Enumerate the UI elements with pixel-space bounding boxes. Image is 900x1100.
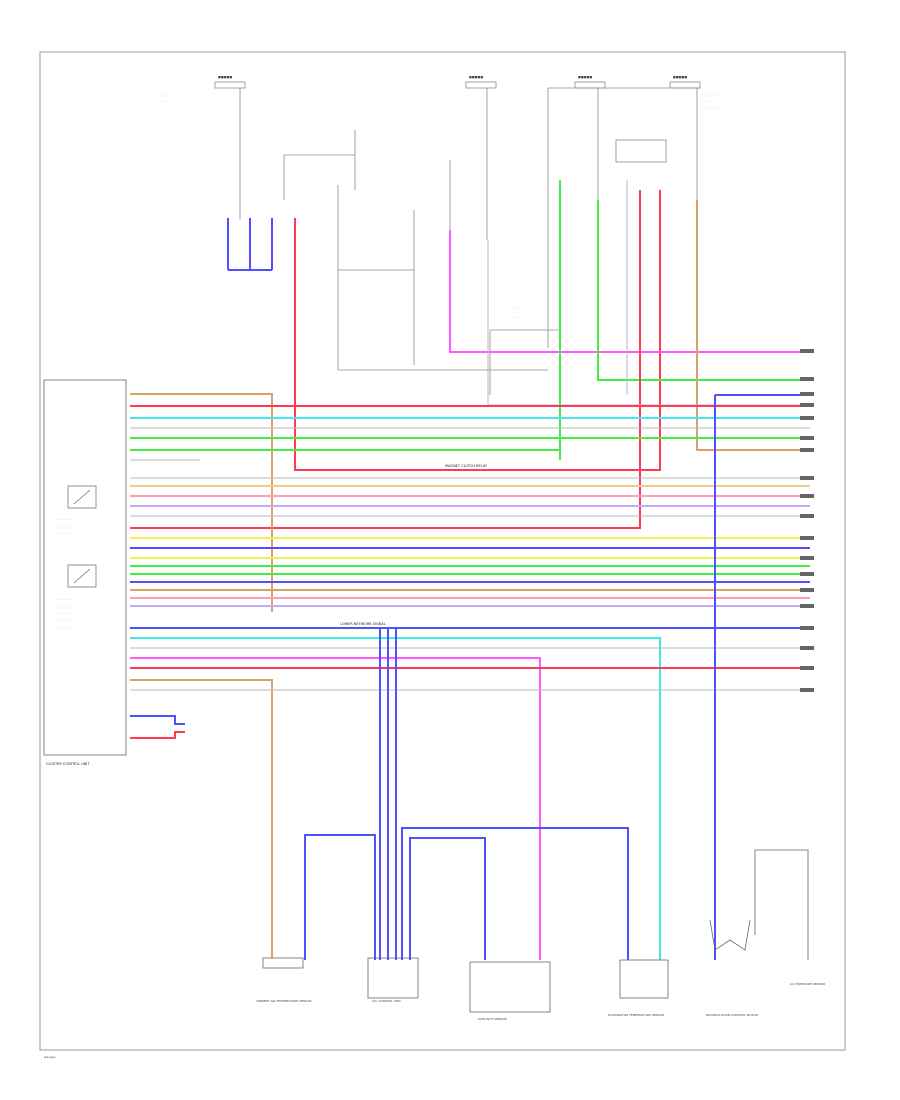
svg-text:· · · · · · · · · · · ·: · · · · · · · · · · · · [52, 597, 74, 601]
svg-text:· · · · · ·: · · · · · · [510, 305, 521, 309]
svg-text:· · · · · · · · · · · ·: · · · · · · · · · · · · [52, 531, 74, 535]
svg-text:· · · · ·: · · · · · [362, 327, 371, 331]
svg-text:· · · · ·: · · · · · [510, 315, 519, 319]
svg-text:· · · · · · ·: · · · · · · · [705, 99, 717, 103]
sensor-label-sunlight: SUNLIGHT SENSOR [478, 1017, 507, 1021]
control-unit-notes: · · · · · · · · · · · · · · · · · · · · … [52, 517, 78, 629]
svg-text:· · · · · · · · · · · · · ·: · · · · · · · · · · · · · · [52, 604, 78, 608]
bus-wires [130, 393, 810, 960]
control-unit-label: CLUSTER CONTROL UNIT [46, 762, 90, 766]
svg-text:■■■■■: ■■■■■ [673, 75, 687, 79]
diagram-frame [39, 51, 846, 1051]
sensor-label-evaporator: EVAPORATOR TEMPERATURE SENSOR [608, 1013, 664, 1017]
svg-text:· · · · · · · · · · · · · ·: · · · · · · · · · · · · · · [52, 618, 78, 622]
top-fuse-labels: ■■■■■ ■■■■■ ■■■■■ ■■■■■ · · · · · · · · … [155, 75, 721, 341]
svg-text:· · · · · · · · · · · · · ·: · · · · · · · · · · · · · · [52, 524, 78, 528]
top-left-blue-loop [227, 218, 273, 271]
control-unit-box [43, 379, 127, 756]
svg-text:· · · · · ·: · · · · · · [362, 337, 373, 341]
svg-text:■■■■■: ■■■■■ [469, 75, 483, 79]
svg-text:■■■■■: ■■■■■ [218, 75, 232, 79]
top-vertical-wires [130, 180, 810, 529]
diagram-id-label: Gauges [44, 1055, 56, 1059]
lower-harness [304, 628, 629, 960]
top-fuse-area [214, 81, 701, 395]
svg-text:· · · · · · ·: · · · · · · · [155, 99, 167, 103]
svg-text:· · · · ·: · · · · · [155, 106, 164, 110]
svg-text:· · · · · · · ·: · · · · · · · · [705, 92, 719, 96]
svg-text:· · · · · · · ·: · · · · · · · · [155, 92, 169, 96]
svg-text:· · · · · · · · · · · · ·: · · · · · · · · · · · · · [52, 611, 76, 615]
sensor-label-pressure: A/C PRESSURE SENSOR [790, 982, 825, 986]
control-unit-internals [67, 485, 97, 588]
lower-bus-label: LOWER NETWORK SIGNAL [340, 622, 386, 626]
mid-bus-label: MAGNET CLUTCH RELAY [445, 464, 488, 468]
sensor-label-recirc: RECIRCULATION CONTROL MOTOR [706, 1013, 758, 1017]
svg-text:· · · ·: · · · · [365, 157, 372, 161]
sensor-boxes [262, 849, 809, 1013]
right-connector-ticks [800, 349, 814, 692]
svg-text:· · · · · · · · · · · ·: · · · · · · · · · · · · [52, 517, 74, 521]
svg-text:■■■■■: ■■■■■ [578, 75, 592, 79]
svg-text:· · · · · · · · ·: · · · · · · · · · [705, 106, 721, 110]
sensor-labels: AMBIENT AIR TEMPERATURE SENSOR A/C CONTR… [256, 982, 825, 1021]
svg-text:· · ·: · · · [365, 167, 370, 171]
sensor-label-ac-unit: A/C CONTROL UNIT [372, 999, 401, 1003]
sensor-label-ambient: AMBIENT AIR TEMPERATURE SENSOR [256, 999, 312, 1003]
svg-text:· · · · · · · · · · ·: · · · · · · · · · · · [52, 625, 72, 629]
